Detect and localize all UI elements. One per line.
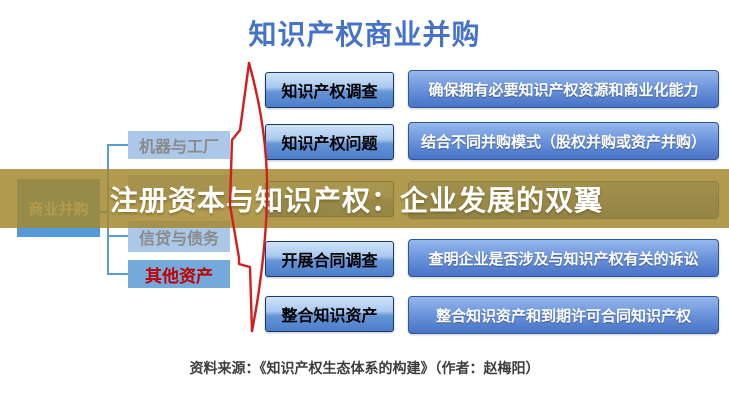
tree-item-label: 信贷与债务 [138, 230, 219, 248]
row-4-label: 开展合同调查 [281, 253, 378, 270]
row-1-desc: 确保拥有必要知识产权资源和商业化能力 [428, 81, 699, 99]
watermark-banner: 注册资本与知识产权：企业发展的双翼 [0, 169, 729, 228]
row-2-desc: 结合不同并购模式（股权并购或资产并购） [420, 133, 706, 151]
connector-stub-1 [107, 144, 128, 146]
red-brace-shape [228, 61, 269, 333]
row-4-desc-box: 查明企业是否涉及与知识产权有关的诉讼 [408, 239, 719, 277]
page-title: 知识产权商业并购 [248, 19, 481, 50]
row-5-desc: 整合知识资产和到期许可合同知识产权 [435, 307, 691, 325]
row-5-label: 整合知识资产 [281, 308, 378, 325]
watermark-text: 注册资本与知识产权：企业发展的双翼 [110, 184, 604, 216]
tree-item-machines-factory: 机器与工厂 [128, 131, 230, 159]
row-1-desc-box: 确保拥有必要知识产权资源和商业化能力 [408, 70, 719, 108]
row-1-label: 知识产权调查 [281, 84, 378, 101]
connector-stub-3 [107, 235, 128, 237]
connector-stub-4 [107, 273, 128, 275]
row-2-desc-box: 结合不同并购模式（股权并购或资产并购） [408, 122, 719, 160]
row-2-label: 知识产权问题 [281, 136, 378, 153]
row-1-label-box: 知识产权调查 [265, 72, 394, 108]
row-2-label-box: 知识产权问题 [265, 124, 394, 160]
row-4-label-box: 开展合同调查 [265, 241, 394, 277]
row-5-label-box: 整合知识资产 [265, 296, 394, 332]
tree-item-label: 其他资产 [145, 266, 213, 286]
tree-item-label: 机器与工厂 [138, 139, 219, 156]
source-citation: 资料来源：《知识产权生态体系的构建》（作者：赵梅阳） [189, 360, 540, 376]
tree-item-other-assets: 其他资产 [128, 260, 230, 288]
row-4-desc: 查明企业是否涉及与知识产权有关的诉讼 [428, 250, 699, 268]
row-5-desc-box: 整合知识资产和到期许可合同知识产权 [408, 296, 719, 334]
